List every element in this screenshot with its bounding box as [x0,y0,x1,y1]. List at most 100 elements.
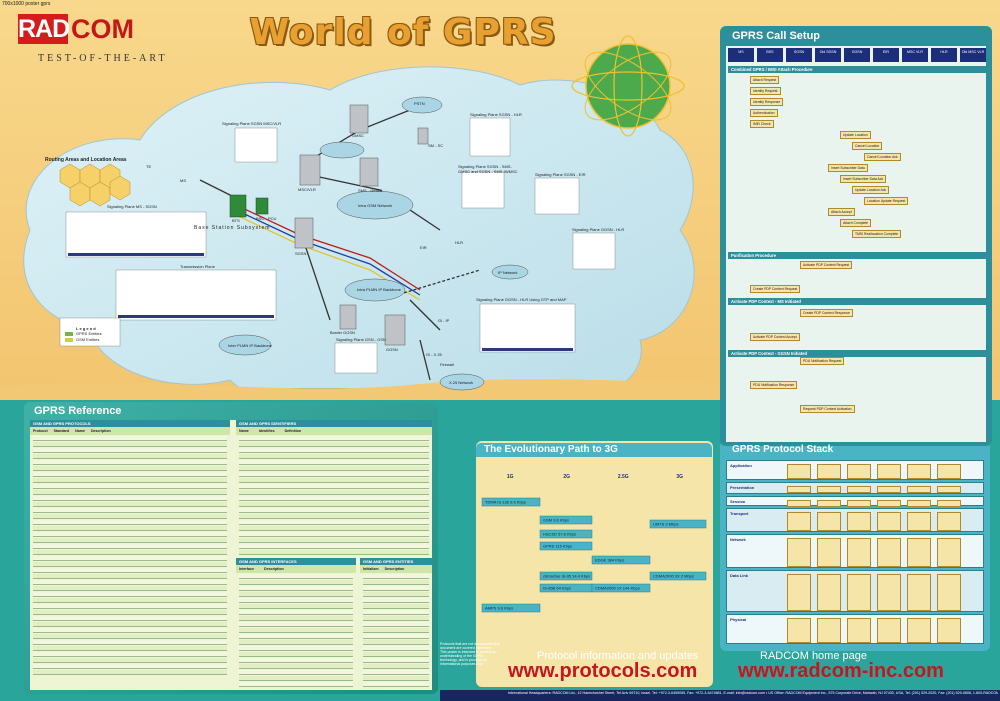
protocols-row [33,466,227,471]
protocols-row [33,556,227,561]
protocol-stack-box [787,512,811,531]
identifiers-row [239,478,429,483]
evolution-path-label: EDGE 384 Kbps [595,558,624,563]
protocols-row [33,490,227,495]
protocols-row [33,640,227,645]
sp-sgsn-eir: Signaling Plane SGSN - EIR [535,172,586,177]
call-setup-message: Activate PDP Context Accept [750,333,800,341]
protocol-stack-box [877,486,901,493]
sp-sgsn-hlr: Signaling Plane SGSN - HLR [470,112,522,117]
protocols-row [33,526,227,531]
protocols-row [33,604,227,609]
identifiers-rows [236,436,432,555]
protocols-row [33,538,227,543]
interfaces-row [239,646,353,651]
evolution-path-label: CDMA2000 1X 144 Kbps [595,586,640,591]
call-setup-message: TMSI Reallocation Complete [852,230,902,238]
legend-gprs: GPRS Entities [76,331,102,336]
entities-row [363,622,429,627]
entities-row [363,682,429,687]
call-setup-message: Attach Request [750,76,780,84]
call-setup-entity: Old SGSN [815,48,841,62]
evolution-path-label: HSCSD 57.6 Kbps [543,532,576,537]
evolution-path-label: AMPS 9.6 Kbps [485,606,513,611]
evolution-header-bar [476,443,712,457]
pcu-label: PCU [268,216,277,221]
evolution-path-bar [481,603,541,613]
footer-address: International Headquarters: RADCOM Ltd.,… [508,691,998,695]
protocol-stack-layer: Session [726,496,984,507]
interfaces-row [239,676,353,681]
protocol-stack-layer-label: Presentation [730,485,755,490]
eir-label: EIR [420,245,427,250]
protocol-stack-layer: Data Link [726,570,984,612]
identifiers-row [239,484,429,489]
protocol-stack-box [877,538,901,567]
protocols-row [33,598,227,603]
identifiers-col-header: Identifies [258,429,275,433]
protocols-col-header: Name [75,429,85,433]
protocol-stack-layer: Network [726,534,984,568]
interfaces-row [239,622,353,627]
call-setup-entity: MSC VLR [902,48,928,62]
protocols-row [33,592,227,597]
protocol-stack-box [877,618,901,643]
entities-rows [360,574,432,687]
protocols-row [33,622,227,627]
protocols-row [33,502,227,507]
radcom-link[interactable]: www.radcom-inc.com [738,660,944,682]
protocol-stack-layer: Transport [726,508,984,532]
logo-rad: RAD [18,14,70,44]
call-setup-message: Cancel Location [852,142,883,150]
protocols-row [33,454,227,459]
protocol-stack-box [817,500,841,507]
protocol-stack-box [907,464,931,479]
evolution-path-label: GPRS 115 Kbps [543,544,572,549]
protocol-stack-box [847,486,871,493]
evolution-path-label: IS-95B 64 Kbps [543,586,571,591]
evolution-path-bar [539,515,593,525]
protocols-link[interactable]: www.protocols.com [508,660,698,682]
protocol-stack-box [787,500,811,507]
identifiers-row [239,448,429,453]
protocol-stack-layer-label: Session [730,499,746,504]
bsc-label: BSC [256,216,265,221]
bss-label: Base Station Subsystem [194,225,271,231]
protocols-row [33,634,227,639]
sp-ms-sgsn: Signaling Plane MS - SGSN [107,204,157,209]
protocols-row [33,670,227,675]
tagline: TEST-OF-THE-ART [38,53,168,64]
protocol-stack-box [937,538,961,567]
evolution-path-bar [591,555,651,565]
protocols-row [33,460,227,465]
protocols-rows [30,436,230,675]
evolution-path-bar [539,571,593,581]
interfaces-row [239,628,353,633]
call-setup-entity: BSS [757,48,783,62]
interfaces-row [239,652,353,657]
call-setup-message: PDU Notification Response [750,381,798,389]
evolution-path-label: UMTS 2 Mbps [653,522,679,527]
identifiers-row [239,508,429,513]
protocols-row [33,646,227,651]
call-setup-section: Purification Procedure [728,252,986,259]
entities-row [363,586,429,591]
protocol-stack-box [937,512,961,531]
protocol-stack-box [937,464,961,479]
protocol-stack-box [847,574,871,611]
protocol-stack-box [817,618,841,643]
protocol-stack-box [937,500,961,507]
protocol-stack-box [817,538,841,567]
entities-row [363,640,429,645]
protocols-row [33,574,227,579]
interfaces-row [239,616,353,621]
top-note: 700x1000 poster gprs [2,1,51,7]
call-setup-message: Location Update Request [864,197,909,205]
protocols-row [33,652,227,657]
sm-sc-label: SM - SC [428,143,444,148]
interfaces-row [239,574,353,579]
